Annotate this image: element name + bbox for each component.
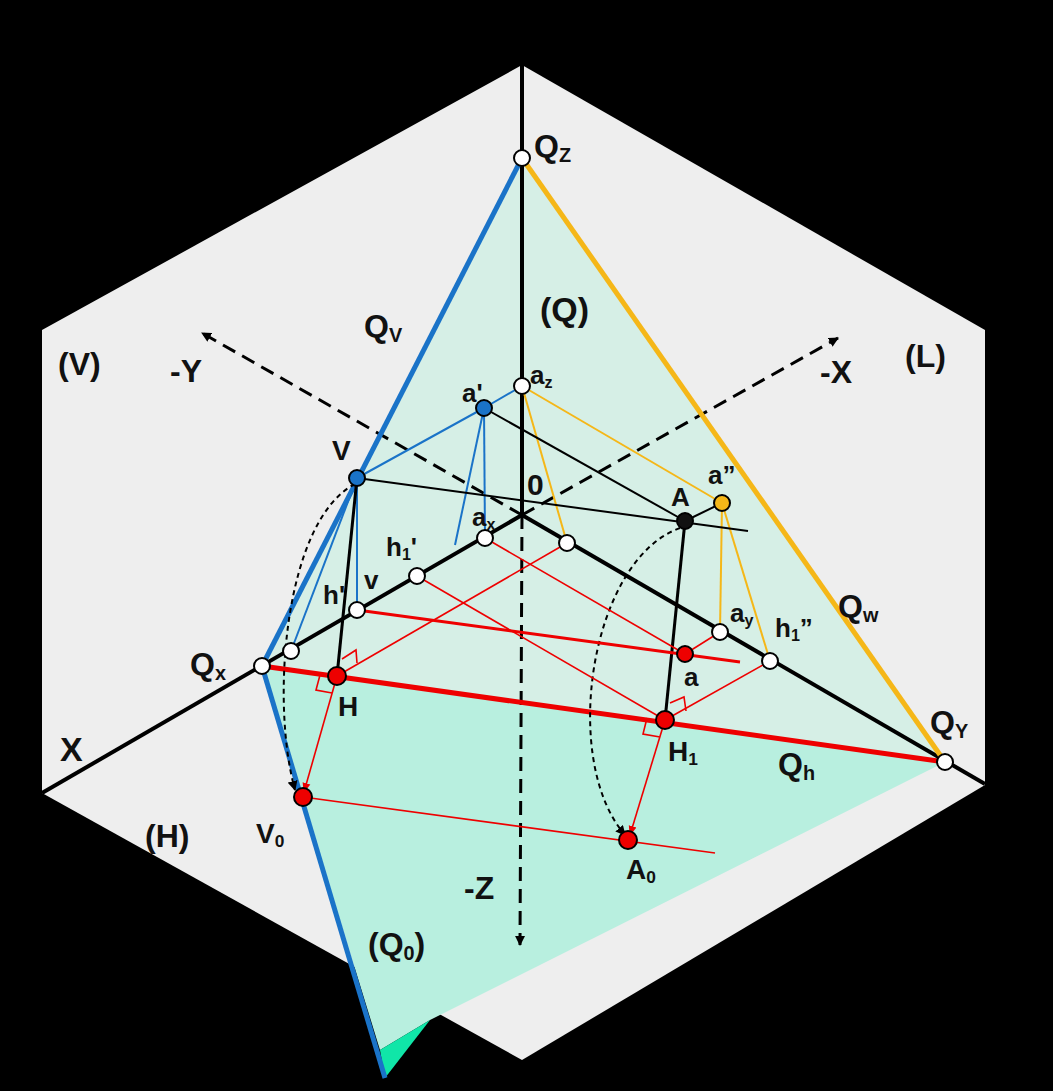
point-label: Qx [190, 648, 226, 684]
point-label: a” [708, 462, 735, 488]
point-label: -Y [170, 355, 202, 387]
point-label: h' [323, 582, 345, 608]
point-label: QV [364, 310, 402, 346]
point-label: V [332, 437, 351, 465]
point-label: QZ [534, 130, 571, 166]
point-label: (H) [145, 820, 189, 852]
point-label: QY [930, 706, 968, 742]
point-label: V0 [256, 820, 284, 851]
point-label: v [364, 567, 378, 593]
point-label: (L) [905, 340, 946, 372]
point-label: h1' [386, 534, 417, 562]
point-label: (V) [58, 348, 101, 380]
point-label: ay [730, 600, 753, 628]
point-label: -Z [464, 872, 494, 904]
point-label: (Q) [540, 292, 589, 326]
point-label: Qw [838, 590, 878, 626]
point-label: A [671, 484, 690, 510]
point-label: h1” [775, 615, 813, 643]
point-label: -X [820, 356, 852, 388]
point-label: X [60, 732, 83, 766]
point-label: Qh [778, 748, 815, 784]
point-label: 0 [527, 470, 544, 500]
point-label: A0 [626, 856, 656, 887]
point-label: a [684, 664, 698, 690]
point-label: H1 [668, 738, 698, 769]
point-label: H [338, 693, 358, 721]
point-label: ax [472, 504, 495, 532]
point-label: (Q0) [368, 928, 425, 964]
point-label: az [530, 362, 553, 390]
point-label: a' [462, 380, 483, 406]
